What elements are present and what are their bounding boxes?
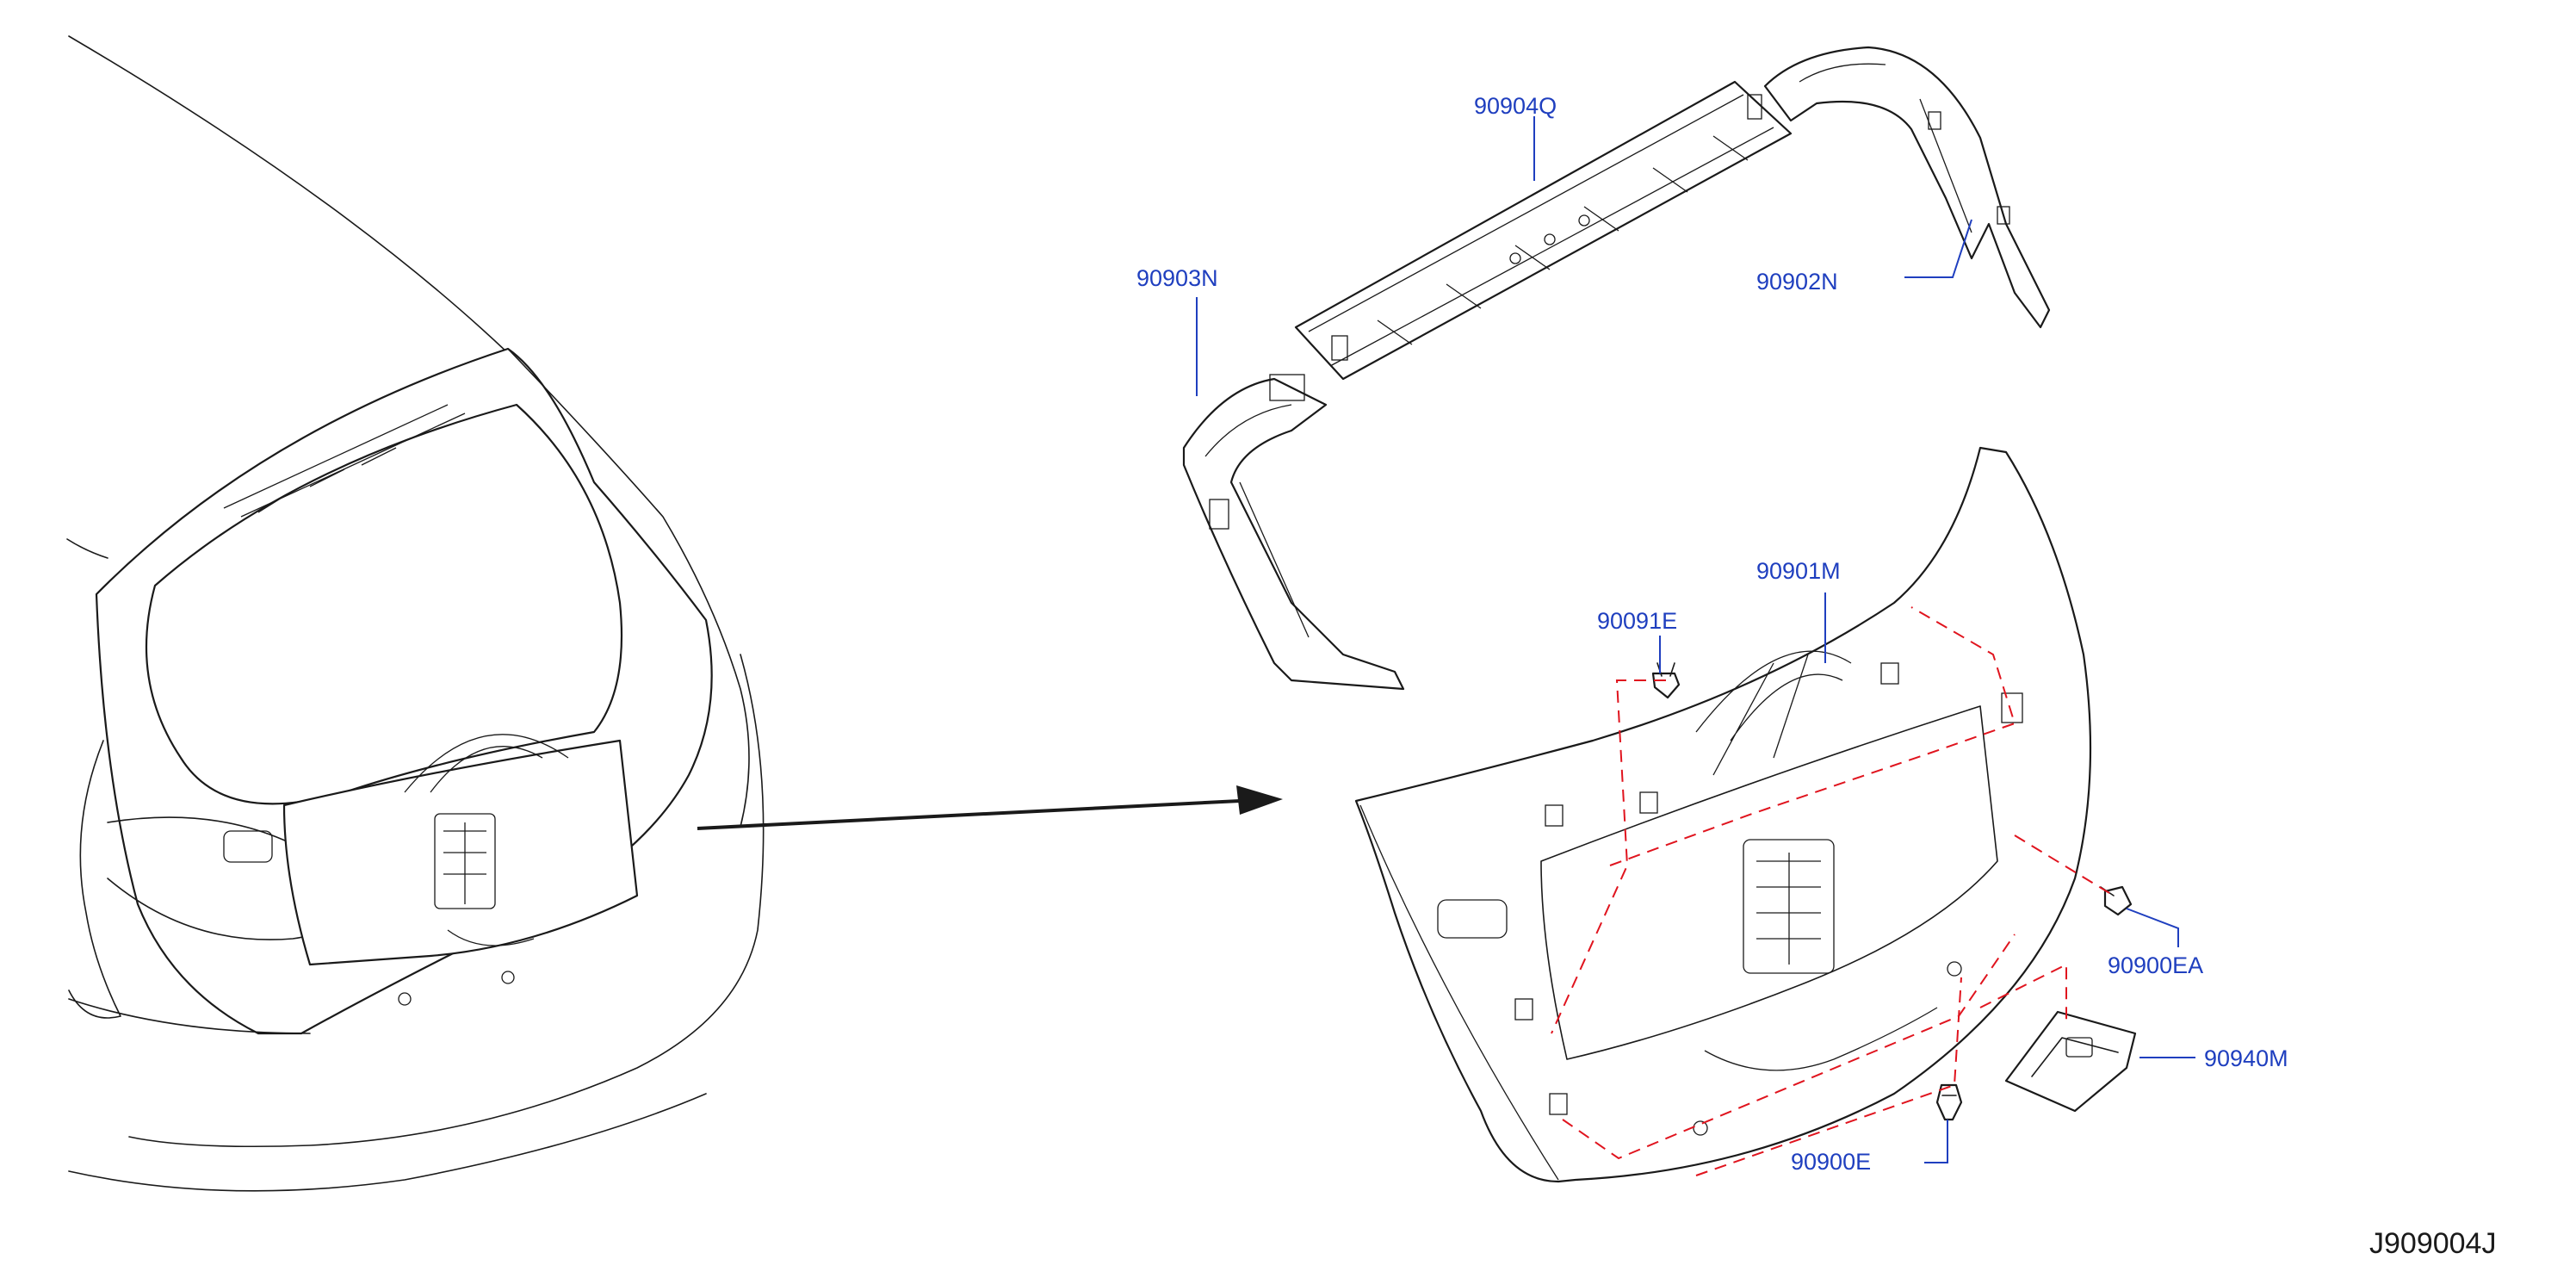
- part-90904Q-upper-garnish: [1294, 80, 1793, 381]
- leader-lines: [1196, 116, 2195, 1163]
- guide-90091E: [1551, 679, 1666, 1034]
- guide-panel-top: [1609, 606, 2016, 866]
- label-90900E: 90900E: [1791, 1149, 1871, 1175]
- label-90940M: 90940M: [2204, 1045, 2288, 1071]
- part-90902N-right-pillar: [1763, 46, 2051, 329]
- part-90903N-left-pillar: [1182, 374, 1405, 691]
- label-90091E: 90091E: [1597, 608, 1677, 634]
- label-90903N: 90903N: [1136, 265, 1218, 291]
- assembly-guidelines: [1551, 606, 2115, 1176]
- part-90940M-hook: [2004, 1010, 2137, 1113]
- part-90901M-back-door-panel: [1354, 446, 2092, 1183]
- direction-arrow: [697, 785, 1283, 830]
- vehicle-overview: [66, 35, 765, 1192]
- part-labels: 90904Q 90903N 90902N 90901M 90091E 90900…: [1136, 93, 2288, 1175]
- label-90901M: 90901M: [1756, 558, 1841, 584]
- guide-bottom-clips: [1562, 934, 2016, 1160]
- catalog-code: J909004J: [2369, 1227, 2496, 1260]
- label-90900EA: 90900EA: [2108, 952, 2203, 978]
- label-90904Q: 90904Q: [1474, 93, 1557, 119]
- label-90902N: 90902N: [1756, 269, 1838, 295]
- guide-90900E: [1695, 977, 1962, 1176]
- part-90900E-clip: [1935, 1083, 1963, 1121]
- part-90900EA-clip: [2100, 885, 2133, 916]
